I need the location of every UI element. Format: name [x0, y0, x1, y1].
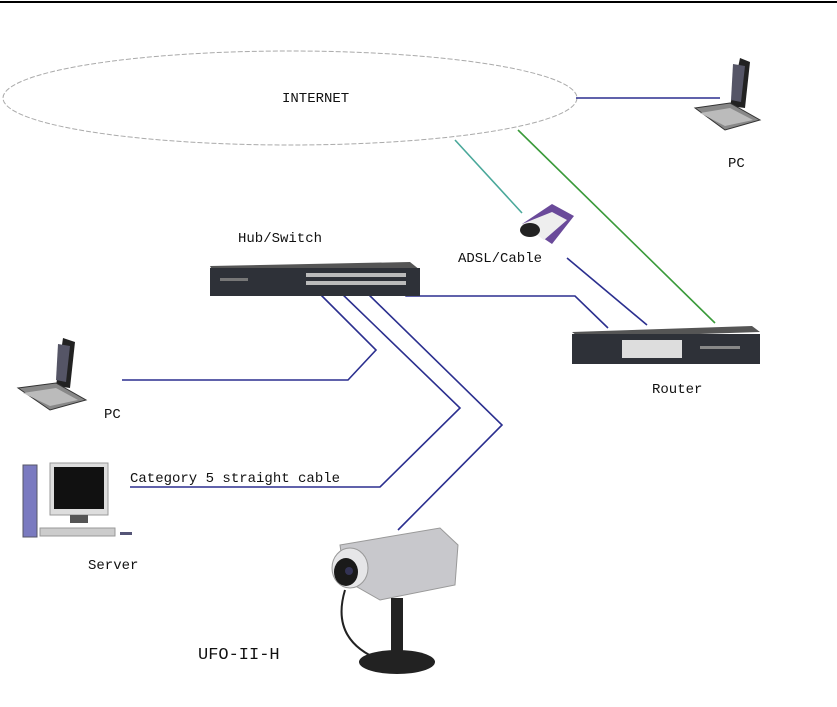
modem-icon: [520, 204, 574, 244]
pc-local-label: PC: [104, 407, 121, 423]
cable-label: Category 5 straight cable: [130, 471, 340, 487]
pc-remote-label: PC: [728, 156, 745, 172]
cable-internet-modem: [455, 140, 522, 213]
cable-switch-camera: [364, 290, 502, 530]
desktop-computer-icon: [23, 463, 132, 537]
router-label: Router: [652, 382, 702, 398]
switch-icon: [210, 262, 420, 296]
cables: [122, 98, 720, 530]
ip-camera-icon: [332, 528, 458, 674]
laptop-icon: [18, 338, 86, 410]
internet-label: INTERNET: [282, 91, 349, 107]
server-label: Server: [88, 558, 138, 574]
cable-switch-pc: [122, 290, 376, 380]
camera-label: UFO-II-H: [198, 646, 280, 665]
cable-switch-server: [130, 290, 460, 487]
laptop-icon: [695, 58, 760, 130]
cable-modem-router: [567, 258, 647, 325]
cable-switch-router: [400, 290, 608, 328]
switch-label: Hub/Switch: [238, 231, 322, 247]
modem-label: ADSL/Cable: [458, 251, 542, 267]
internet-cloud: INTERNET: [3, 51, 577, 145]
router-icon: [572, 326, 760, 364]
